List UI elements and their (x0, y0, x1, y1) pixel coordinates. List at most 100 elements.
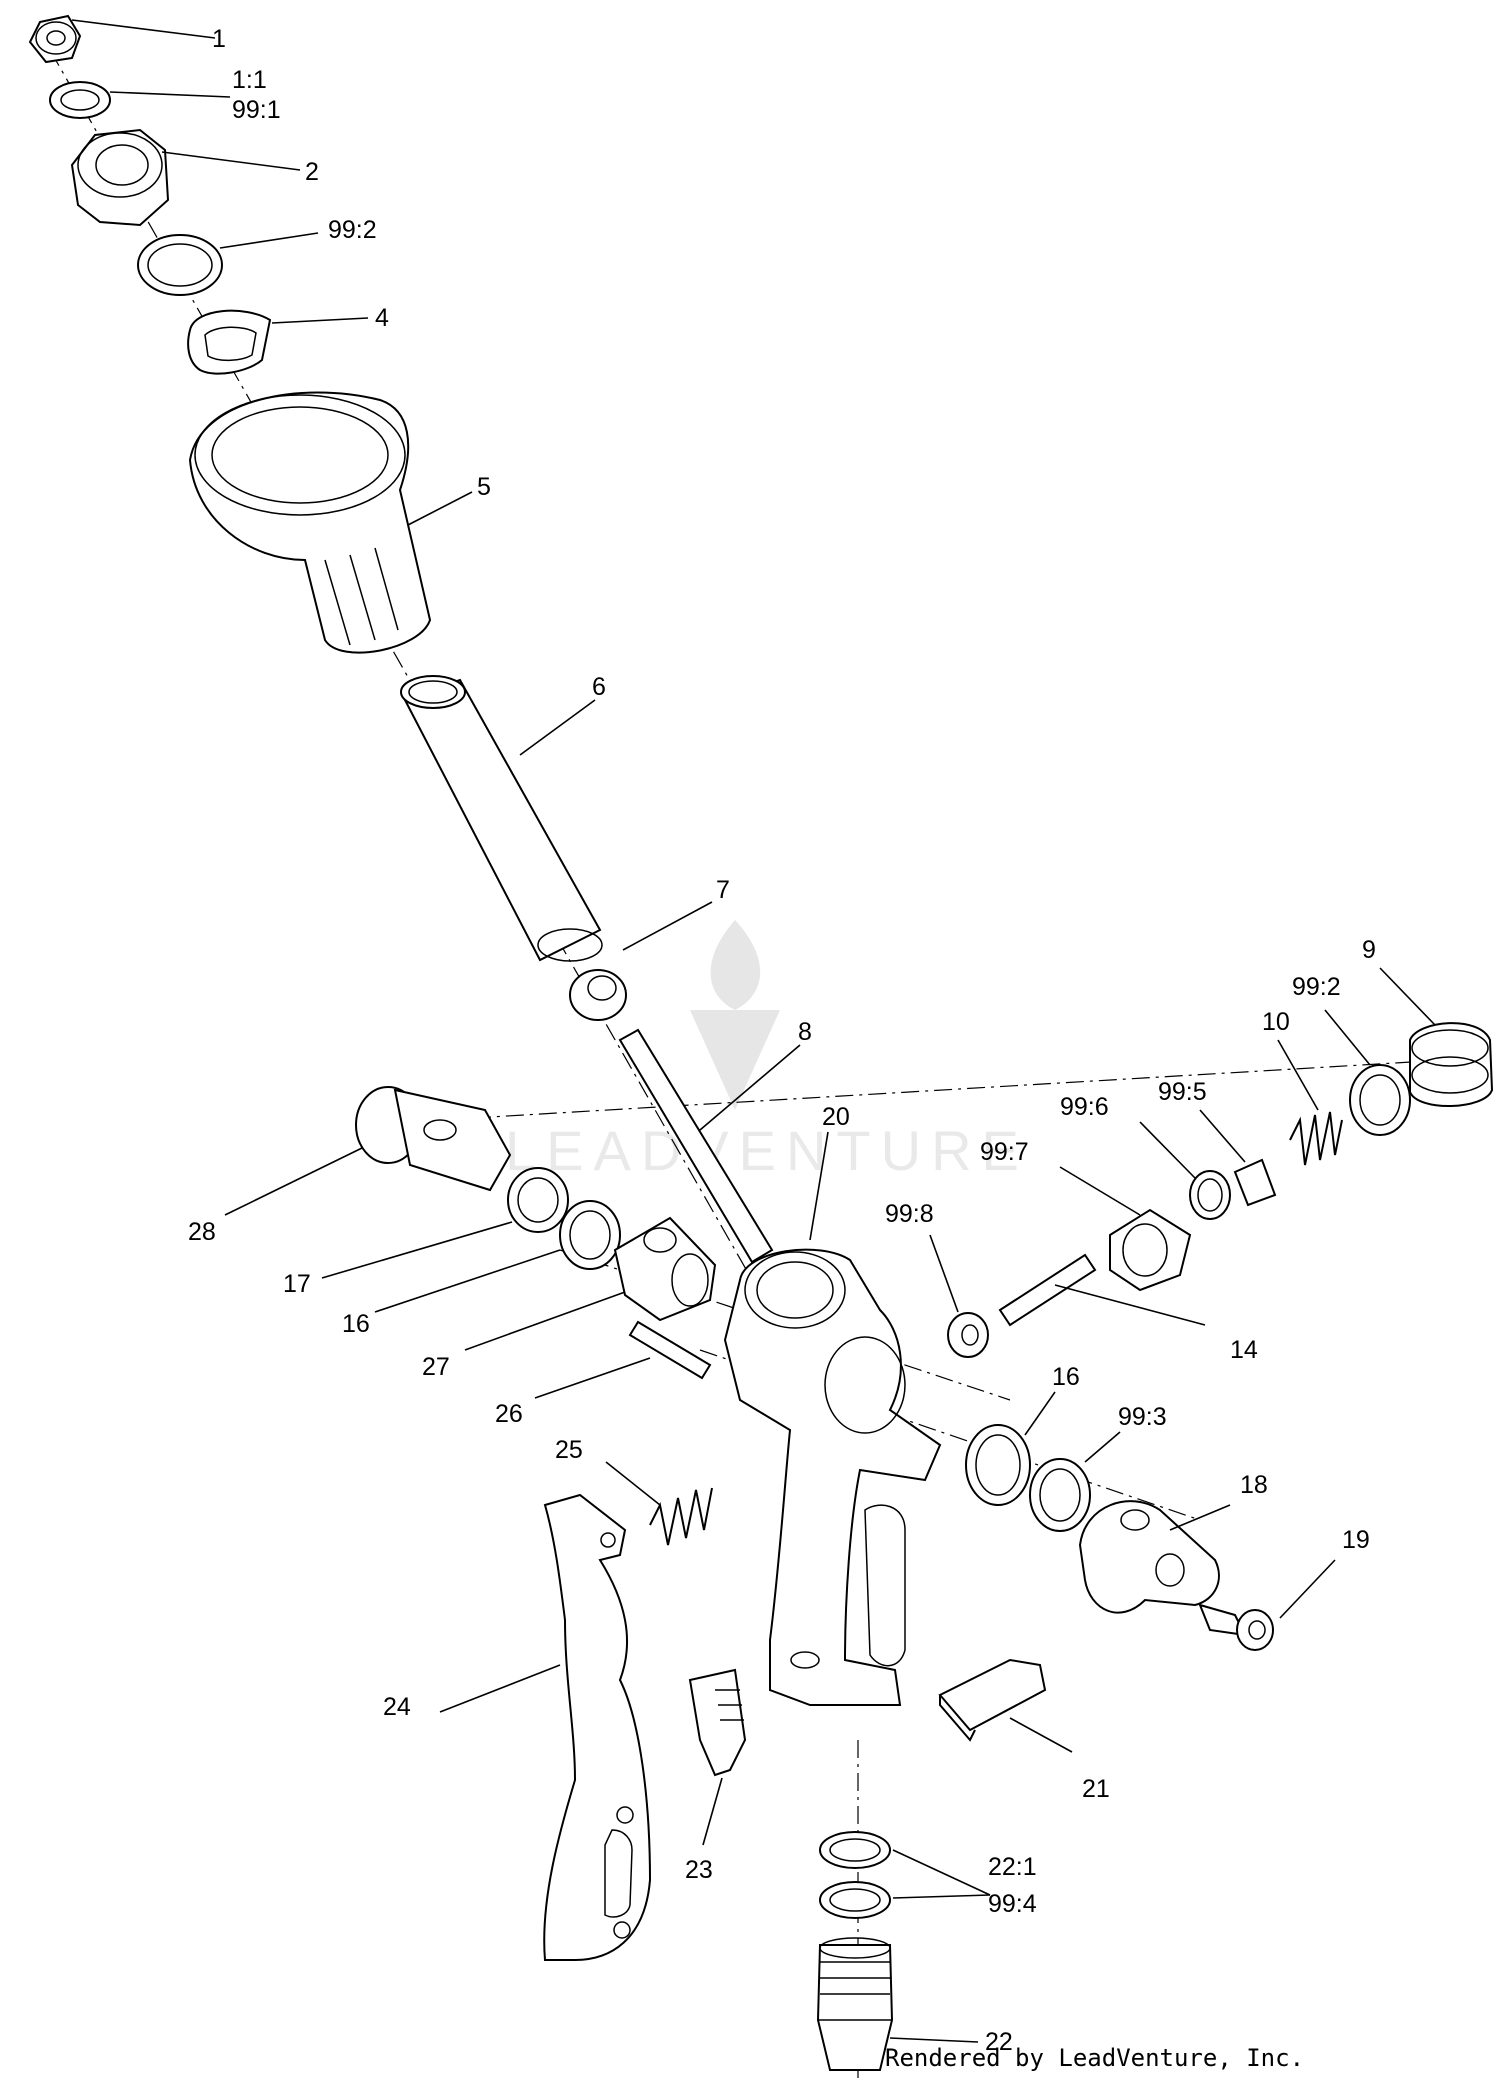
part-oring-22-1-hole (829, 1838, 881, 1862)
part-oring-17-hole (517, 1177, 559, 1223)
callout-20: 20 (822, 1103, 850, 1131)
callout-4: 4 (375, 304, 389, 332)
parts (28, 14, 1494, 2071)
callout-7: 7 (716, 876, 730, 904)
callout-1-1: 1:1 (232, 66, 267, 94)
leader-99-2b (1324, 1009, 1371, 1066)
part-shroud-5 (188, 391, 432, 654)
render-credit: Rendered by LeadVenture, Inc. (885, 2044, 1304, 2072)
callout-26: 26 (495, 1400, 523, 1428)
part-seal-7 (569, 969, 627, 1021)
callout-28: 28 (188, 1218, 216, 1246)
part-oring-99-3-hole (1039, 1468, 1081, 1522)
part-oring-16-left-hole (569, 1210, 611, 1260)
part-tube-6 (400, 675, 603, 962)
leader-4 (271, 317, 369, 324)
part-99-5 (1233, 1158, 1277, 1207)
part-oring-99-6-hole (1197, 1178, 1223, 1212)
leader-17 (321, 1221, 513, 1279)
leader-14 (1054, 1284, 1206, 1326)
leader-99-2a (219, 232, 319, 249)
callout-19: 19 (1342, 1526, 1370, 1554)
leader-99-3 (1084, 1431, 1121, 1463)
callout-5: 5 (477, 473, 491, 501)
leader-7 (622, 901, 713, 951)
part-pin-26 (628, 1320, 712, 1380)
part-oring-99-2-right-hole (1359, 1074, 1401, 1126)
watermark-v-logo-icon (690, 1010, 780, 1110)
callout-6: 6 (592, 673, 606, 701)
callout-labels: 1 1:1 99:1 2 99:2 4 5 6 7 8 9 99:2 10 99… (188, 25, 1376, 2056)
callout-99-2a: 99:2 (328, 216, 377, 244)
part-washer-1-1-hole (60, 89, 100, 111)
part-oring-22-1 (819, 1831, 891, 1869)
leader-27 (464, 1291, 626, 1351)
callout-9: 9 (1362, 936, 1376, 964)
leader-26 (534, 1357, 651, 1399)
leader-16b (1024, 1391, 1056, 1436)
leader-8 (699, 1044, 801, 1131)
leader-21 (1009, 1717, 1073, 1753)
leader-22 (889, 2037, 979, 2043)
leader-99-8 (929, 1234, 959, 1313)
leader-20 (809, 1131, 829, 1241)
callout-99-4: 99:4 (988, 1890, 1037, 1918)
part-pin-14 (998, 1253, 1097, 1327)
callout-21: 21 (1082, 1775, 1110, 1803)
callout-99-8: 99:8 (885, 1200, 934, 1228)
callout-22-1: 22:1 (988, 1853, 1037, 1881)
part-oring-16-right-hole (975, 1434, 1021, 1496)
part-gun-body-20 (723, 1248, 942, 1706)
callout-99-3: 99:3 (1118, 1403, 1167, 1431)
leader-25 (605, 1461, 661, 1506)
callout-16b: 16 (1052, 1363, 1080, 1391)
part-trigger-24 (543, 1493, 652, 1961)
leader-lines (71, 19, 1436, 2043)
leader-5 (407, 491, 473, 526)
part-99-8 (947, 1312, 989, 1358)
callout-25: 25 (555, 1436, 583, 1464)
part-valve-28 (355, 1086, 512, 1192)
leader-2 (161, 151, 301, 171)
leader-99-7 (1059, 1166, 1141, 1216)
part-fitting-2 (70, 128, 170, 227)
part-screw-19 (1198, 1603, 1274, 1651)
callout-99-7: 99:7 (980, 1138, 1029, 1166)
part-oring-99-6 (1189, 1170, 1231, 1220)
leader-23 (702, 1777, 723, 1846)
leader-99-6 (1139, 1121, 1196, 1179)
leader-1-1 (109, 91, 231, 98)
leader-22-1b (892, 1894, 991, 1899)
part-sleeve-27 (613, 1216, 717, 1322)
leader-1 (71, 19, 216, 39)
callout-99-1: 99:1 (232, 96, 281, 124)
part-washer-1-1 (49, 81, 111, 119)
callout-16a: 16 (342, 1310, 370, 1338)
part-latch-23 (688, 1668, 747, 1777)
part-cap-18 (1078, 1500, 1220, 1614)
valve-axis-line (439, 1059, 1446, 1121)
callout-99-6: 99:6 (1060, 1093, 1109, 1121)
callout-1: 1 (212, 25, 226, 53)
callout-8: 8 (798, 1018, 812, 1046)
lower-axis-line (699, 1349, 1201, 1521)
watermark-text: LEADVENTURE (505, 1119, 1029, 1182)
part-nut-1 (28, 14, 82, 64)
leader-19 (1279, 1559, 1336, 1619)
part-oring-99-3 (1029, 1458, 1091, 1532)
leader-16a (374, 1249, 561, 1313)
leader-99-5 (1199, 1109, 1246, 1163)
leader-18 (1169, 1504, 1231, 1531)
watermark-flame-icon (710, 920, 761, 1010)
leader-28 (224, 1147, 363, 1216)
callout-24: 24 (383, 1693, 411, 1721)
callout-14: 14 (1230, 1336, 1258, 1364)
part-clip-4 (187, 309, 272, 375)
part-plug-9 (1409, 1022, 1494, 1108)
part-bail-21 (938, 1658, 1047, 1742)
callout-99-2b: 99:2 (1292, 973, 1341, 1001)
callout-99-5: 99:5 (1158, 1078, 1207, 1106)
watermark: LEADVENTURE (505, 920, 1029, 1182)
part-valve-seat-99-7 (1109, 1208, 1192, 1292)
